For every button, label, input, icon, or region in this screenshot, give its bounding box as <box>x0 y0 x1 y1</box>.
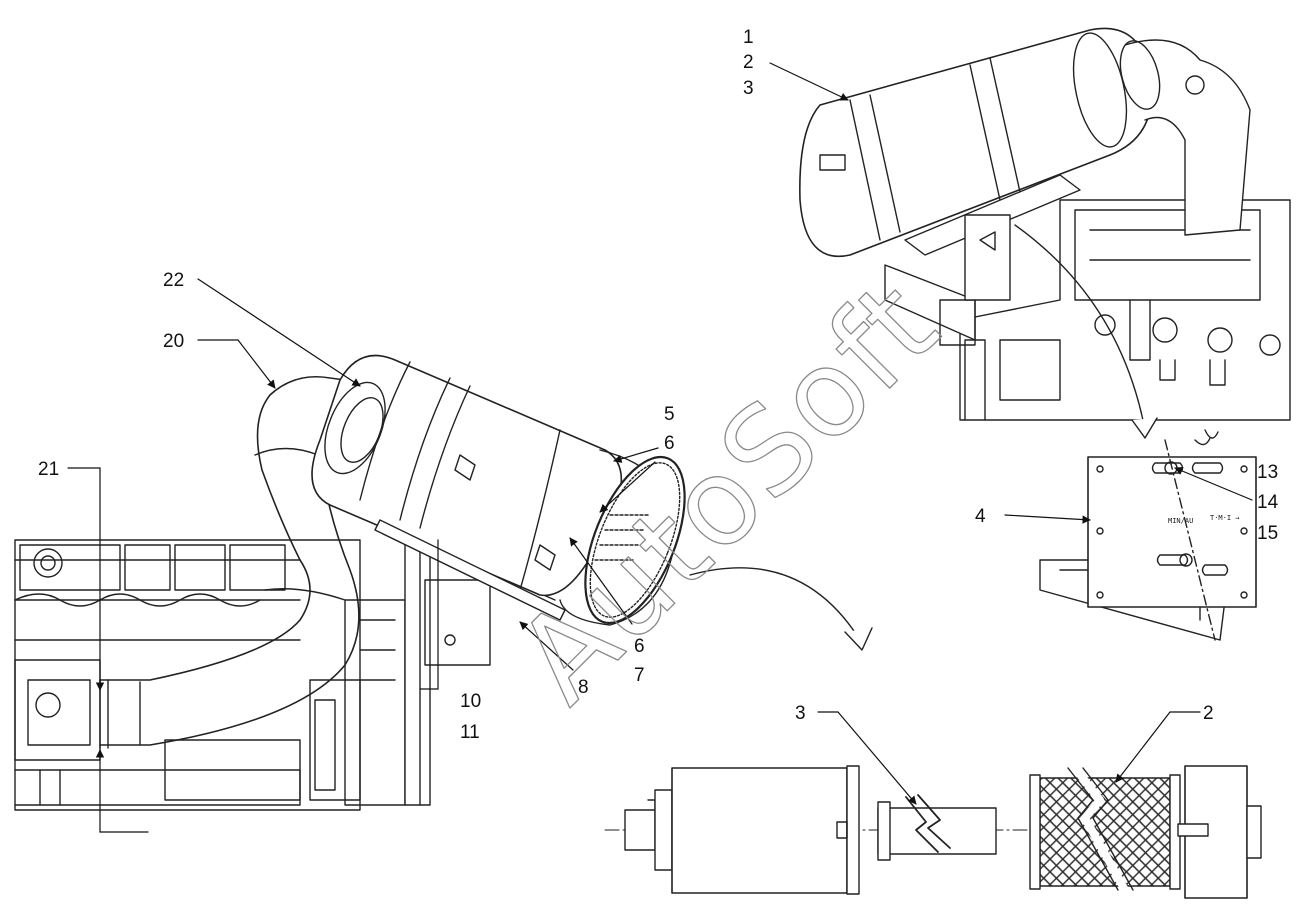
callout-numbers: 1 2 3 22 20 21 5 6 13 14 15 4 6 7 8 10 1… <box>38 27 1279 743</box>
air-filter-housing <box>311 354 686 626</box>
detail-arrow-lower <box>689 567 861 641</box>
callout-1: 1 <box>743 27 754 48</box>
callout-7: 7 <box>634 665 645 686</box>
engine-block-left <box>14 539 406 811</box>
callout-6-lower: 6 <box>634 636 645 657</box>
callout-8: 8 <box>578 677 589 698</box>
callout-3-bottom: 3 <box>795 703 806 724</box>
mounting-plate-detail: MIN/AU T·M·I → <box>1039 429 1257 641</box>
callout-5: 5 <box>664 404 675 425</box>
exploded-cartridges <box>604 764 1262 899</box>
plate-marking-left: MIN/AU <box>1168 517 1193 525</box>
callout-11: 11 <box>460 722 480 743</box>
callout-21: 21 <box>38 459 59 480</box>
callout-3-top: 3 <box>743 78 754 99</box>
detail-arrow-upper <box>1014 224 1146 431</box>
callout-15: 15 <box>1257 523 1278 544</box>
callout-10: 10 <box>460 691 481 712</box>
callout-20: 20 <box>163 331 184 352</box>
callout-13: 13 <box>1257 462 1278 483</box>
callout-2-top: 2 <box>743 52 754 73</box>
callout-14: 14 <box>1257 492 1279 513</box>
plate-marking-right: T·M·I → <box>1210 514 1240 522</box>
leader-lines <box>67 62 1253 833</box>
callout-22: 22 <box>163 270 184 291</box>
callout-4: 4 <box>975 506 986 527</box>
engine-top-right <box>884 199 1291 421</box>
air-filter-housing-installed <box>799 27 1251 301</box>
callout-6-upper: 6 <box>664 433 675 454</box>
callout-2-bottom: 2 <box>1203 703 1214 724</box>
